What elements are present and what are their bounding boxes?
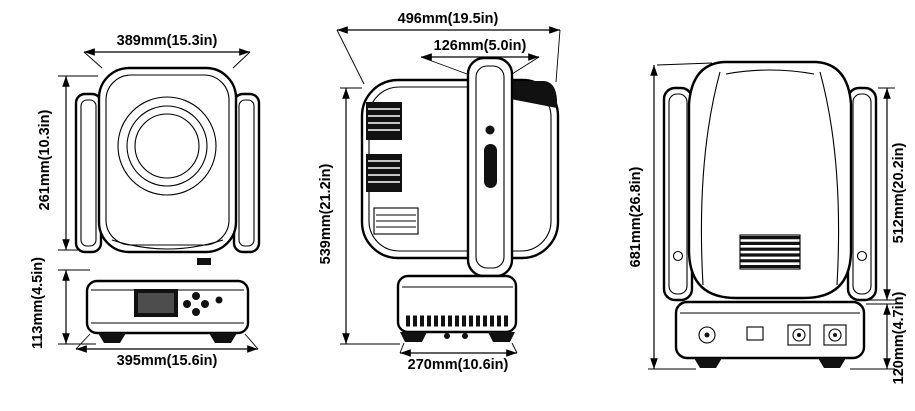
front-head-inner (105, 74, 230, 246)
extension-line (244, 333, 259, 350)
power-connector-in-pin (797, 333, 801, 337)
side-yoke-top-wedge (500, 81, 557, 108)
rear-overall-height-dim-label: 681mm(26.8in) (628, 166, 644, 267)
side-vent-grille-upper (366, 102, 402, 140)
extension-line (83, 51, 103, 69)
switch (746, 326, 764, 341)
rear-base (674, 300, 866, 360)
menu-button (201, 300, 209, 308)
extension-line (511, 56, 540, 75)
front-view: 389mm(15.3in) 261mm(10.3in) 113mm(4.5in)… (30, 33, 261, 369)
rear-tilt-knob (856, 250, 868, 262)
rear-heatsink (739, 234, 801, 270)
side-base-depth-dim-label: 270mm(10.6in) (408, 357, 509, 373)
front-head-height-dim-label: 261mm(10.3in) (37, 109, 53, 210)
front-left-yoke-arm-inner (80, 99, 97, 247)
front-base-height-dim-label: 113mm(4.5in) (30, 257, 46, 349)
rear-base-height-dim-label: 120mm(4.7in) (891, 291, 907, 384)
front-dimensions: 389mm(15.3in) 261mm(10.3in) 113mm(4.5in)… (30, 33, 259, 369)
front-lens-outer-ring (117, 96, 217, 196)
menu-button (192, 308, 200, 316)
rear-right-foot (818, 358, 846, 368)
rear-tilt-knob (672, 250, 684, 262)
extension-line (232, 51, 251, 69)
side-yoke-width-dim-label: 126mm(5.0in) (434, 38, 527, 54)
power-connector-out-pin (833, 333, 837, 337)
rear-view: 681mm(26.8in) 512mm(20.2in) 120mm(4.7in) (628, 60, 907, 384)
side-lock-knob (485, 125, 495, 135)
side-vent-grille-outline (373, 207, 419, 235)
display-screen-inner (138, 293, 174, 313)
power-connector-out (823, 324, 847, 346)
rear-dimensions: 681mm(26.8in) 512mm(20.2in) 120mm(4.7in) (628, 62, 907, 384)
rear-head (687, 60, 853, 300)
extension-line (511, 342, 518, 354)
extension-line (336, 29, 365, 85)
front-right-yoke-arm (232, 92, 261, 254)
rear-left-yoke-arm-inner (668, 93, 688, 295)
menu-button (183, 300, 191, 308)
side-fixture-drawing (360, 56, 560, 342)
rear-yoke-height-dim-label: 512mm(20.2in) (891, 142, 907, 243)
side-height-dim-label: 539mm(21.2in) (318, 163, 334, 264)
front-fixture-drawing (74, 66, 261, 343)
side-base-knob (462, 333, 468, 339)
extension-line (399, 342, 405, 354)
front-lens-mid-ring (126, 105, 208, 187)
front-shoulder-line (111, 239, 224, 250)
front-right-yoke-arm-inner (238, 99, 255, 247)
power-connector-in (787, 324, 811, 346)
front-head-width-dim-label: 389mm(15.3in) (117, 33, 218, 49)
side-handle-slot (484, 144, 497, 188)
rear-right-yoke-arm (846, 86, 878, 302)
side-base-knob (444, 333, 450, 339)
side-overall-depth-dim-label: 496mm(19.5in) (398, 11, 499, 27)
power-connector-in-socket (792, 328, 806, 342)
side-dimensions: 496mm(19.5in) 126mm(5.0in) 539mm(21.2in)… (318, 11, 561, 373)
front-right-foot (209, 333, 237, 343)
rear-fixture-drawing (662, 60, 878, 368)
rear-head-contour-left (700, 71, 721, 286)
side-left-foot (400, 332, 427, 342)
front-indicator (197, 258, 211, 265)
rear-head-contour-top (725, 69, 815, 75)
rear-left-foot (694, 358, 722, 368)
side-yoke-arm-inner (475, 65, 505, 269)
front-base-width-dim-label: 395mm(15.6in) (117, 353, 218, 369)
menu-button (192, 292, 200, 300)
extension-line (656, 62, 713, 66)
front-left-yoke-arm (74, 92, 103, 254)
menu-button (215, 296, 223, 304)
side-vent-grille-lower (366, 154, 402, 192)
menu-buttons (183, 292, 223, 316)
rear-connector-panel (698, 324, 847, 346)
front-head (97, 66, 238, 254)
front-lens-inner-ring (134, 113, 200, 179)
side-right-foot (488, 332, 515, 342)
extension-line (555, 29, 561, 83)
rear-head-contour-right (819, 71, 840, 286)
dmx-connector (698, 326, 716, 344)
rear-right-yoke-arm-inner (852, 93, 872, 295)
front-left-foot (98, 333, 126, 343)
extension-line (420, 56, 468, 75)
extension-line (75, 333, 91, 350)
power-connector-out-socket (828, 328, 842, 342)
dmx-connector-pin (704, 332, 710, 338)
side-view: 496mm(19.5in) 126mm(5.0in) 539mm(21.2in)… (318, 11, 561, 373)
